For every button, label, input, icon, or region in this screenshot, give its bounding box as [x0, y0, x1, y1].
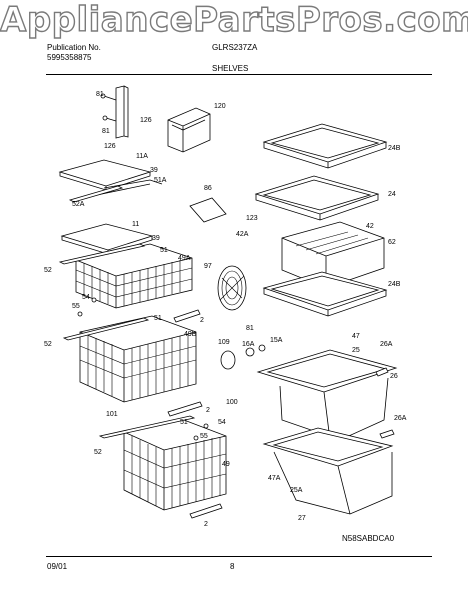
callout: 109 — [218, 339, 230, 346]
callout: 51A — [154, 177, 167, 184]
callout: 26 — [390, 373, 398, 380]
callout: 54 — [218, 419, 226, 426]
callout: 39 — [150, 167, 158, 174]
callout: 24B — [388, 145, 401, 152]
publication-number: 5995358875 — [47, 53, 92, 62]
callout: 52 — [44, 341, 52, 348]
part-86 — [189, 197, 227, 223]
callout: 2 — [200, 317, 204, 324]
callout: 101 — [106, 411, 118, 418]
footer-date: 09/01 — [47, 562, 68, 571]
model-number: GLRS237ZA — [212, 43, 258, 52]
callout-labels: 81 126 81 126 120 24B 11A 39 51A 52A 86 … — [44, 91, 407, 528]
callout: 24B — [388, 281, 401, 288]
callout: 52 — [94, 449, 102, 456]
callout: 26A — [380, 341, 393, 348]
callout: 51 — [154, 315, 162, 322]
callout: 55 — [72, 303, 80, 310]
callout: 47 — [352, 333, 360, 340]
callout: 49 — [222, 461, 230, 468]
footer-page: 8 — [230, 562, 235, 571]
callout: 39 — [152, 235, 160, 242]
callout: 123 — [246, 215, 258, 222]
fan-97-part — [217, 265, 247, 311]
callout: 47A — [268, 475, 281, 482]
shelf-11a-part — [58, 159, 163, 203]
control-knob-parts — [220, 344, 266, 370]
callout: 49B — [184, 331, 197, 338]
callout: 54 — [82, 294, 90, 301]
callout: 42A — [236, 231, 249, 238]
crisper-pan-27-part — [262, 427, 394, 515]
callout: 126 — [104, 143, 116, 150]
header-rule — [46, 74, 432, 75]
crisper-pan-47-part — [256, 349, 398, 441]
callout: 86 — [204, 185, 212, 192]
callout: 11A — [136, 153, 148, 160]
callout: 2 — [204, 521, 208, 528]
callout: 97 — [204, 263, 212, 270]
callout: 55 — [200, 433, 208, 440]
callout: 42 — [366, 223, 374, 230]
callout: 24 — [388, 191, 396, 198]
callout: 27 — [298, 515, 306, 522]
shelf-24b-lower-part — [262, 271, 388, 317]
watermark: AppliancePartsPros.com — [0, 0, 468, 41]
basket-49b-part — [62, 315, 197, 403]
publication-label: Publication No. — [47, 43, 101, 52]
callout: 126 — [140, 117, 152, 124]
callout: 16A — [242, 341, 255, 348]
drawing-code: N58SABDCA0 — [342, 534, 395, 543]
screws-parts — [77, 297, 209, 441]
callout: 81 — [96, 91, 104, 98]
section-title: SHELVES — [212, 64, 249, 73]
callout: 52A — [72, 201, 85, 208]
callout: 25A — [290, 487, 303, 494]
basket-49-part — [98, 415, 227, 511]
callout: 26A — [394, 415, 407, 422]
shelf-24-part — [254, 175, 380, 221]
callout: 11 — [132, 221, 139, 228]
bin-120-part — [167, 107, 211, 153]
shelf-11-part — [60, 223, 154, 255]
callout: 49A — [178, 255, 191, 262]
callout: 51 — [180, 419, 188, 426]
shelf-24b-part — [262, 123, 388, 169]
side-rail-parts — [375, 367, 395, 439]
shelf-bracket-part — [100, 85, 129, 139]
drawer-62-part — [281, 221, 385, 289]
callout: 52 — [44, 267, 52, 274]
callout: 25 — [352, 347, 360, 354]
callout: 120 — [214, 103, 226, 110]
rail-2-parts — [167, 309, 223, 519]
callout: 2 — [206, 407, 210, 414]
callout: 51 — [160, 247, 168, 254]
callout: 100 — [226, 399, 238, 406]
basket-49a-part — [58, 243, 193, 309]
callout: 81 — [102, 128, 110, 135]
callout: 15A — [270, 337, 283, 344]
callout: 81 — [246, 325, 254, 332]
callout: 62 — [388, 239, 396, 246]
footer-rule — [46, 556, 432, 557]
